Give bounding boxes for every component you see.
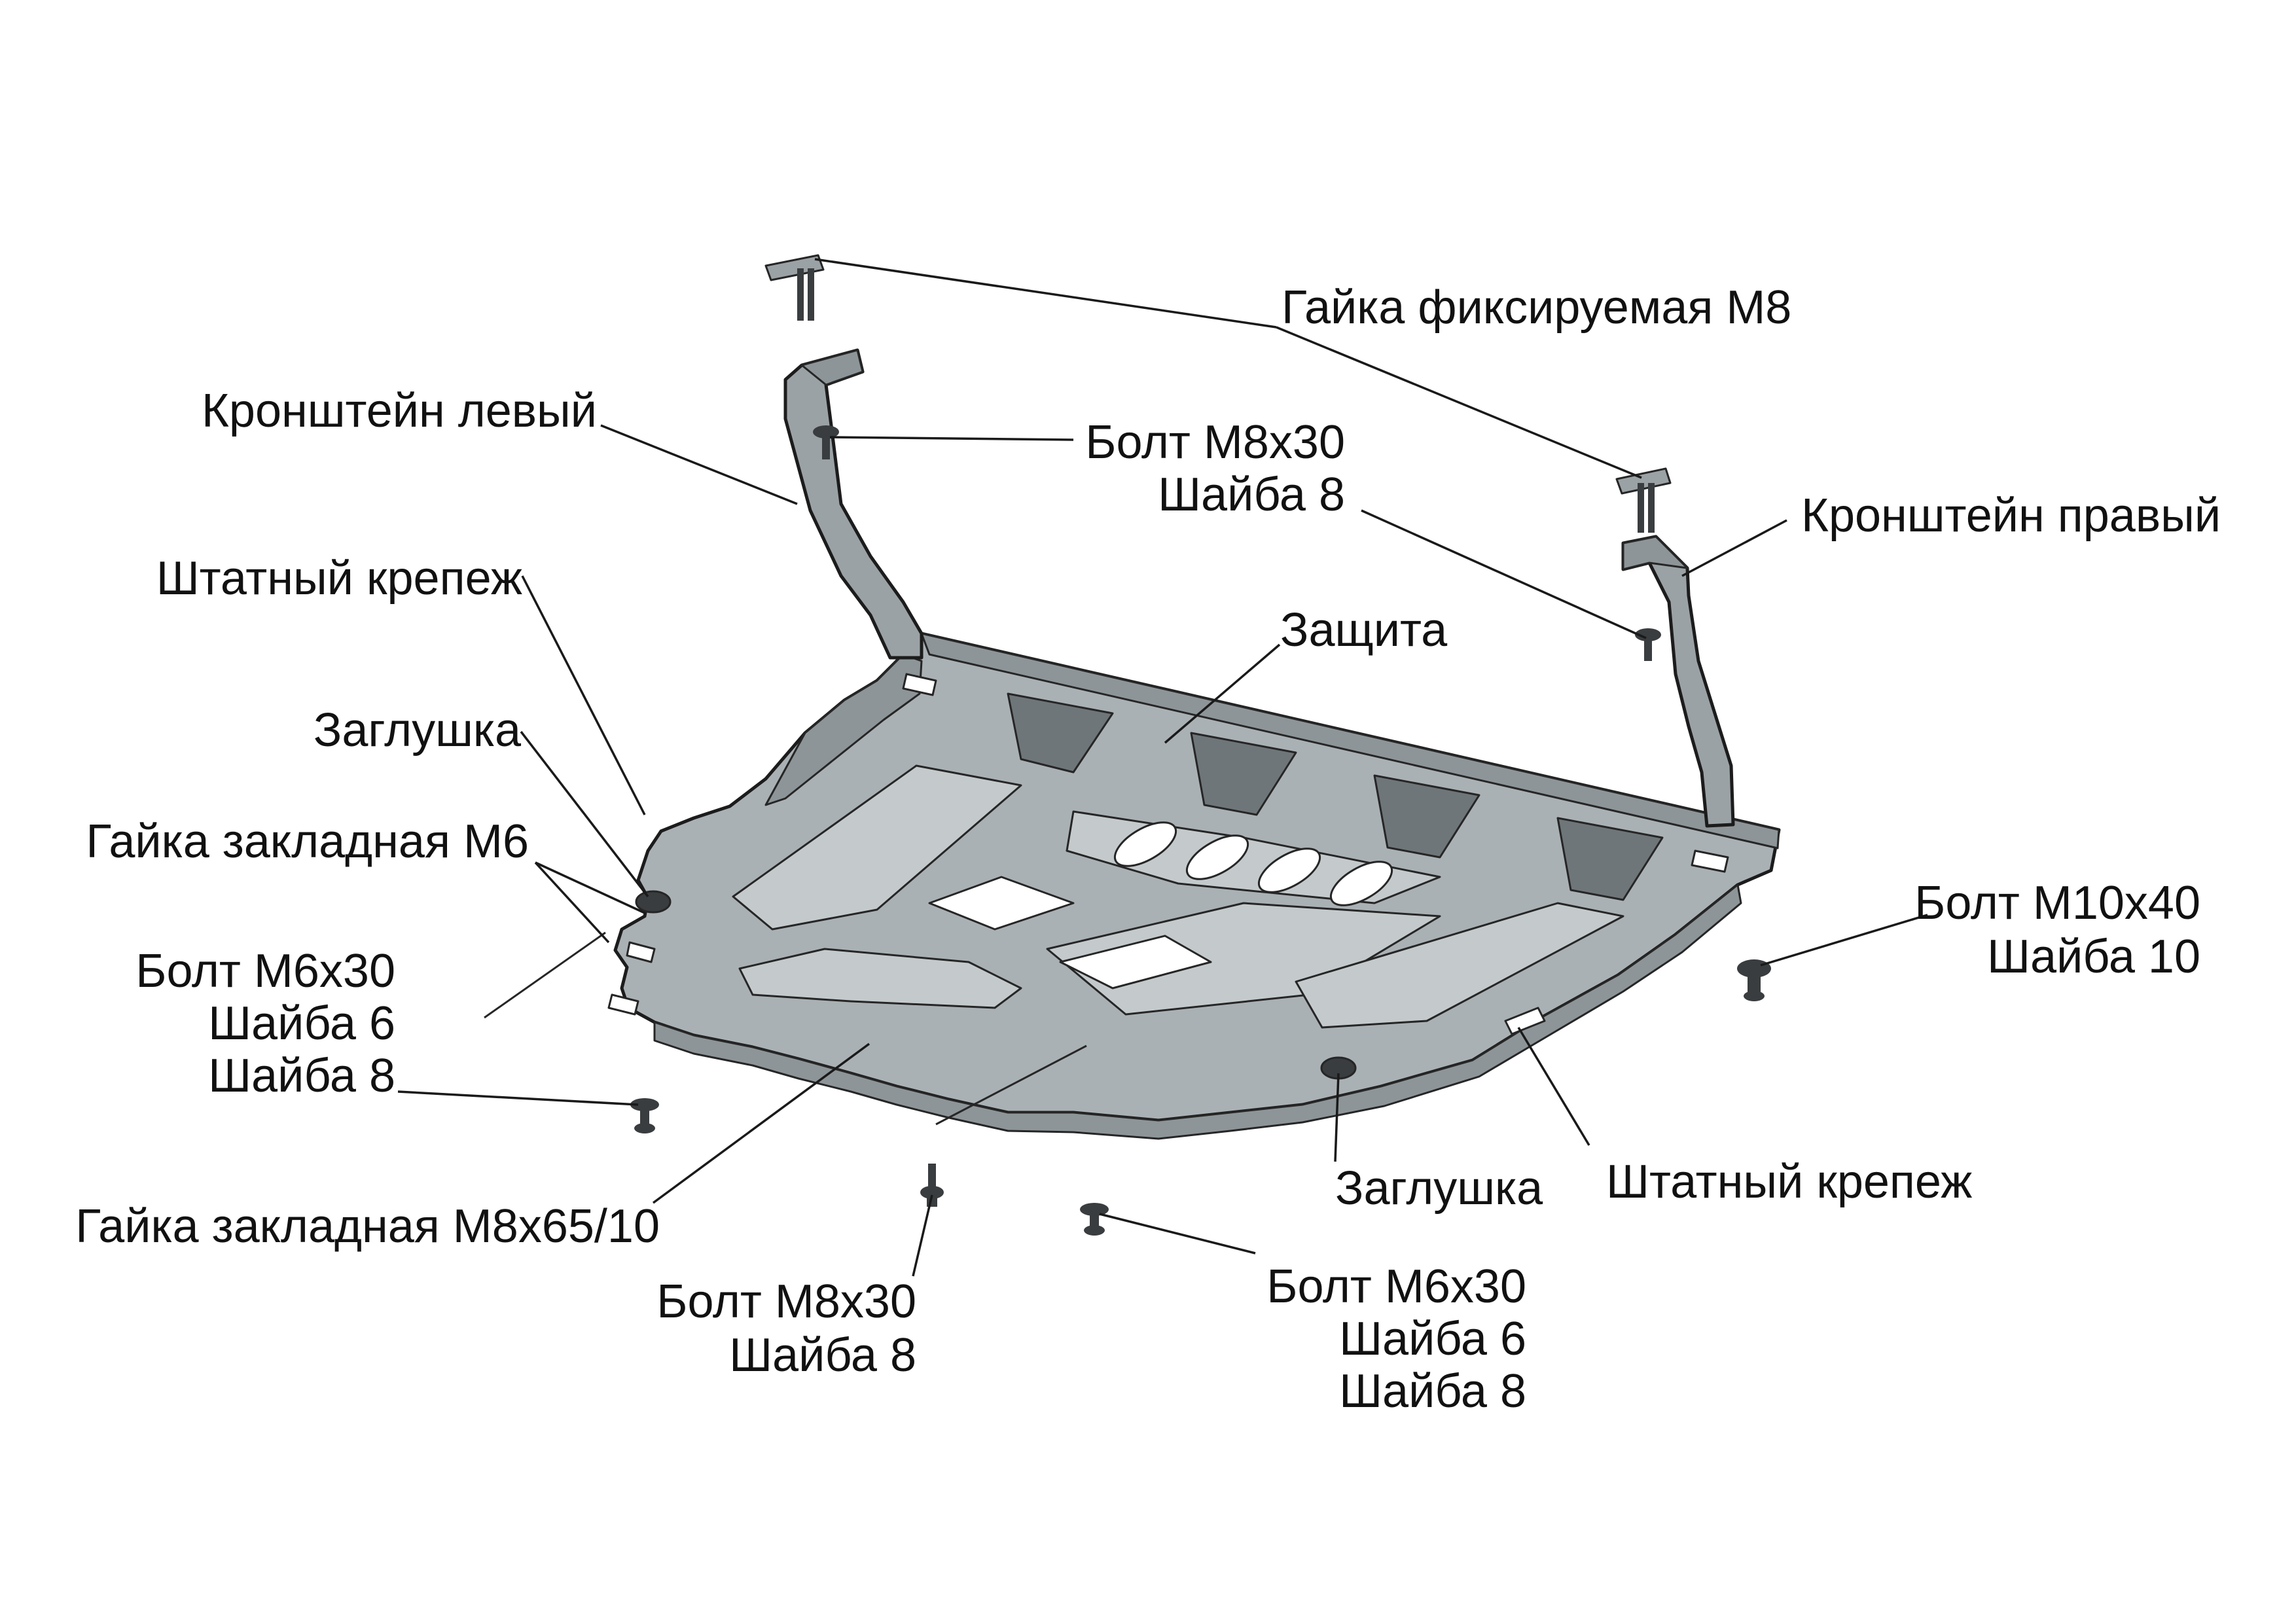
label-bolt-m8x30-top: Болт М8х30 xyxy=(1085,416,1345,469)
label-bolt-m10x40: Болт М10х40 xyxy=(1914,877,2200,929)
label-shaiba-8-top: Шайба 8 xyxy=(1158,469,1345,521)
label-shaiba-6-bottom: Шайба 6 xyxy=(1339,1313,1526,1365)
bolt-m10x40-fastener xyxy=(1737,959,1771,1001)
label-bolt-m8x30-bottom: Болт М8х30 xyxy=(656,1275,916,1328)
leader-bolt-m10 xyxy=(1760,914,1928,967)
label-shaiba-8-bottom: Шайба 8 xyxy=(729,1329,916,1382)
label-gaika-zakladnaya-m6: Гайка закладная М6 xyxy=(86,815,529,868)
label-gaika-zakladnaya-m8x65: Гайка закладная М8х65/10 xyxy=(75,1200,660,1253)
leader-shtatnyi-bottom xyxy=(1517,1027,1590,1146)
label-shaiba-6-left: Шайба 6 xyxy=(208,997,395,1050)
leader-bracket-left xyxy=(600,424,798,505)
leader-nut-right xyxy=(1276,326,1642,479)
leader-zaglushka-left xyxy=(520,730,649,898)
label-shtatnyi-krepezh-left: Штатный крепеж xyxy=(156,552,522,605)
leader-bolt-m8-bottom xyxy=(912,1194,933,1277)
bolt-m6x30-bottom-fastener xyxy=(1080,1203,1109,1236)
label-zaglushka-bottom: Заглушка xyxy=(1335,1162,1543,1215)
label-shtatnyi-krepezh-bottom: Штатный крепеж xyxy=(1606,1156,1972,1208)
label-bolt-m6x30-bottom: Болт М6х30 xyxy=(1266,1260,1526,1313)
skid-plate xyxy=(484,632,1781,1140)
label-shaiba-10: Шайба 10 xyxy=(1987,931,2200,983)
bolt-m8x30-top-fastener xyxy=(813,425,839,459)
leader-zaglushka-bottom xyxy=(1334,1073,1340,1162)
bolt-m8x30-bottom-fastener xyxy=(920,1164,944,1207)
label-gaika-fiksiruemaya: Гайка фиксируемая М8 xyxy=(1282,281,1791,334)
label-shaiba-8-left: Шайба 8 xyxy=(208,1050,395,1102)
leader-gaika-m6-a xyxy=(534,861,610,944)
callout-labels: Гайка фиксируемая М8 Кронштейн левый Бол… xyxy=(75,281,2221,1418)
bracket-right xyxy=(1621,535,1735,828)
fixed-nut-right xyxy=(1615,467,1672,533)
leader-lines xyxy=(397,258,1928,1277)
leader-bolt-m6-left xyxy=(397,1090,639,1106)
leader-nut-left xyxy=(814,258,1277,329)
leader-zashchita xyxy=(1164,643,1281,744)
label-bolt-m6x30-left: Болт М6х30 xyxy=(135,945,395,997)
leader-gaika-m6-b xyxy=(535,861,645,914)
leader-shaiba-top xyxy=(1361,509,1647,639)
leader-bracket-right xyxy=(1681,519,1787,577)
label-kronshtein-pravyi: Кронштейн правый xyxy=(1801,490,2221,542)
leader-shtatnyi-left xyxy=(521,575,646,815)
bracket-left xyxy=(783,348,924,660)
label-shaiba-8-bottom2: Шайба 8 xyxy=(1339,1365,1526,1418)
label-zashchita: Защита xyxy=(1280,604,1448,656)
bolt-m6x30-left-fastener xyxy=(630,1098,659,1133)
label-zaglushka-left: Заглушка xyxy=(314,704,522,757)
bolt-m8x30-right-fastener xyxy=(1635,628,1661,661)
label-kronshtein-levyi: Кронштейн левый xyxy=(202,385,597,437)
leader-gaika-m8x65 xyxy=(652,1043,870,1204)
leader-bolt-top xyxy=(829,436,1074,441)
leader-bolt-m6-bottom xyxy=(1099,1213,1256,1255)
fixed-nut-left xyxy=(764,254,825,321)
